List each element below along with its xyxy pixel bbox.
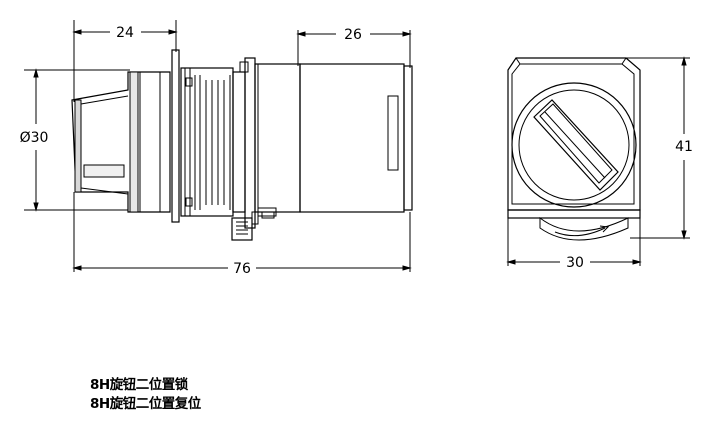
dim-diameter: Ø30	[20, 130, 49, 146]
knob-cap	[71, 71, 171, 213]
panel-flange	[171, 49, 180, 223]
caption-lock: 8H旋钮二位置锁	[90, 377, 188, 393]
dim-front-width: 30	[566, 255, 584, 271]
knob-lever	[533, 99, 619, 191]
release-tab	[539, 216, 629, 241]
terminal-connector	[231, 211, 259, 241]
front-view	[507, 57, 641, 241]
knob-inner-ring	[518, 89, 630, 201]
threaded-bushing	[180, 67, 234, 217]
locking-ring	[232, 71, 246, 213]
dimension-lines-front	[506, 56, 690, 266]
dim-body-length: 26	[344, 27, 362, 43]
contact-block	[239, 57, 413, 229]
caption-reset: 8H旋钮二位置复位	[90, 396, 201, 412]
dim-knob-length: 24	[116, 25, 134, 41]
dim-front-height: 41	[675, 139, 693, 155]
dimension-lines-side	[24, 20, 412, 272]
dim-overall-length: 76	[233, 261, 251, 277]
knob-outer-ring	[511, 82, 637, 208]
side-view	[71, 49, 413, 241]
